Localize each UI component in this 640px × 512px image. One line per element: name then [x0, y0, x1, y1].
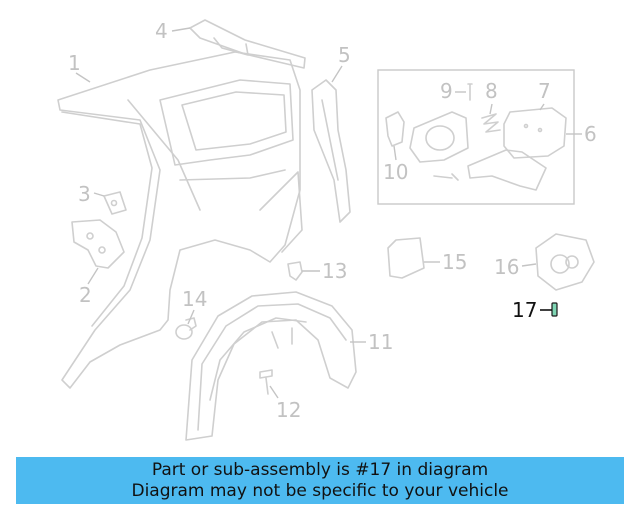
fuel-door-seal [387, 237, 425, 279]
leader-line-3 [93, 192, 105, 197]
mount-bracket [71, 219, 125, 269]
notice-line-part-number: Part or sub-assembly is #17 in diagram [151, 460, 489, 480]
callout-11: 11 [368, 330, 393, 354]
pillar-brace [311, 79, 351, 223]
callout-14: 14 [182, 287, 207, 311]
roof-side-rail [189, 19, 306, 69]
fuel-filler-housing [409, 111, 469, 163]
filler-pocket-housing [535, 233, 595, 291]
screw [259, 369, 273, 395]
fuel-lid-hinge [467, 149, 547, 191]
grommet [175, 317, 197, 340]
notice-line-disclaimer: Diagram may not be specific to your vehi… [131, 481, 509, 501]
leader-line-12 [269, 385, 279, 399]
callout-4: 4 [155, 19, 168, 43]
wheel-liner [185, 291, 357, 441]
callout-17-highlighted: 17 [512, 298, 537, 322]
leader-line-7 [539, 103, 545, 111]
callout-15: 15 [442, 250, 467, 274]
leader-line-8 [489, 103, 493, 115]
callout-9: 9 [440, 79, 453, 103]
callout-6: 6 [584, 122, 597, 146]
leader-line-4 [171, 27, 191, 32]
leader-line-16 [521, 263, 537, 267]
leader-line-5 [331, 65, 343, 83]
diagram-notice-banner: Part or sub-assembly is #17 in diagram D… [16, 457, 624, 504]
clip [287, 261, 303, 281]
quarter-panel [57, 51, 303, 389]
small-bracket [103, 191, 127, 215]
highlighted-part-17 [551, 302, 558, 317]
leader-line-2 [87, 267, 99, 285]
callout-5: 5 [338, 43, 351, 67]
leader-line-10 [393, 145, 397, 161]
spring [481, 113, 501, 133]
pin [467, 83, 473, 101]
callout-8: 8 [485, 79, 498, 103]
leader-line-1 [75, 72, 91, 83]
callout-16: 16 [494, 255, 519, 279]
callout-2: 2 [79, 283, 92, 307]
fuel-lid [503, 107, 567, 159]
callout-12: 12 [276, 398, 301, 422]
parts-diagram: 1 2 3 4 5 6 7 8 9 10 11 12 13 14 15 16 1… [57, 19, 597, 441]
fuel-door-actuator [385, 111, 459, 181]
leader-line-14 [187, 309, 195, 325]
fuel-door-inset-frame [377, 69, 575, 205]
callout-10: 10 [383, 160, 408, 184]
callout-7: 7 [538, 79, 551, 103]
callout-3: 3 [78, 182, 91, 206]
callout-13: 13 [322, 259, 347, 283]
callout-1: 1 [68, 51, 81, 75]
